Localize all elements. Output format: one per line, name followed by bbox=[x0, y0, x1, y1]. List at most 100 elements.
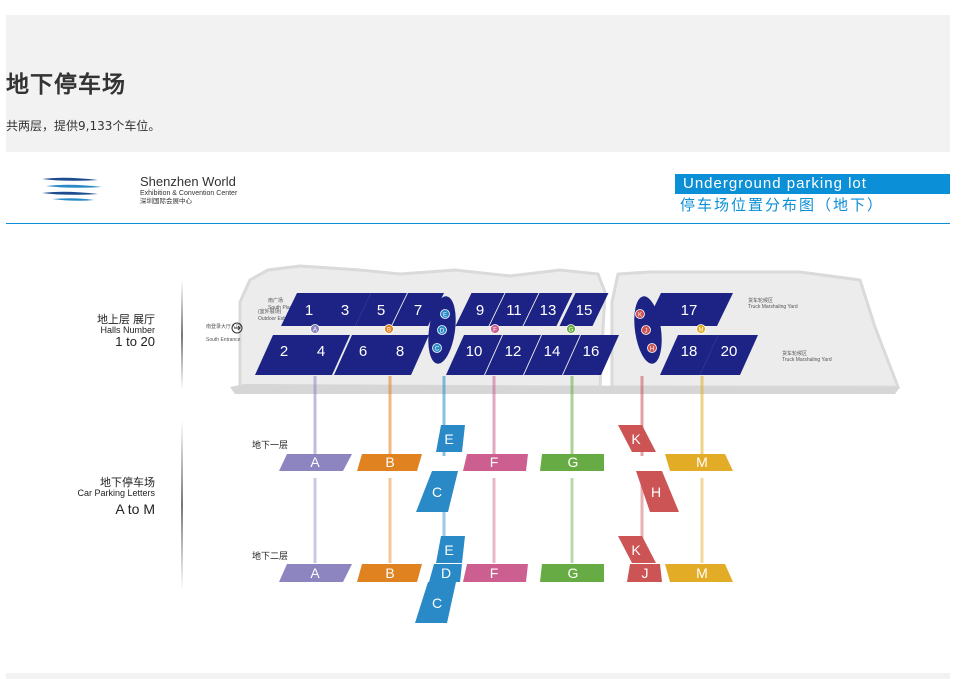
halls-label-range: 1 to 20 bbox=[115, 334, 155, 349]
halls-label-cn: 地上层 展厅 bbox=[97, 313, 155, 326]
map-dot-F: F bbox=[490, 324, 500, 334]
guide-line-lower bbox=[388, 478, 392, 563]
hall-16: 16 bbox=[563, 335, 619, 375]
guide-line-upper bbox=[388, 376, 392, 456]
parking-letter: G bbox=[568, 565, 579, 581]
parking-letter: F bbox=[490, 565, 499, 581]
parking-b1-M: M bbox=[665, 454, 733, 471]
hall-20: 20 bbox=[700, 335, 758, 375]
footer-band bbox=[6, 673, 950, 679]
hall-label: 3 bbox=[341, 302, 349, 319]
title-divider bbox=[6, 223, 950, 224]
map-dot-label: C bbox=[435, 346, 440, 352]
logo-name: Shenzhen World bbox=[140, 174, 236, 189]
parking-b2-F: F bbox=[463, 564, 528, 582]
halls-separator bbox=[181, 280, 183, 390]
hall-13: 13 bbox=[523, 293, 573, 326]
parking-letter: B bbox=[385, 454, 394, 470]
map-dot-label: F bbox=[493, 327, 497, 333]
guide-line-lower bbox=[570, 478, 574, 563]
parking-b2-C: C bbox=[415, 582, 456, 623]
map-dot-D: D bbox=[437, 325, 447, 335]
map-dot-label: A bbox=[313, 327, 317, 333]
map-dot-A: A bbox=[310, 324, 320, 334]
note-outdoor-en: Outdoor Exhibition bbox=[258, 316, 299, 322]
parking-b2-E: E bbox=[436, 536, 465, 563]
guide-line-lower bbox=[313, 478, 317, 563]
parking-letter: K bbox=[631, 431, 641, 447]
guide-line-upper bbox=[442, 376, 446, 456]
hall-11: 11 bbox=[489, 293, 539, 326]
diagram-title-banner bbox=[675, 174, 950, 194]
hall-3: 3 bbox=[319, 293, 371, 326]
map-dot-label: H bbox=[650, 346, 654, 352]
parking-b2-D: D bbox=[429, 564, 462, 582]
hall-label: 6 bbox=[359, 343, 367, 360]
note-south-entrance-en: South Entrance bbox=[206, 337, 241, 343]
guide-line-upper bbox=[313, 376, 317, 456]
map-dot-E: E bbox=[440, 309, 450, 319]
map-dot-H: H bbox=[647, 343, 657, 353]
parking-b1-H: H bbox=[636, 471, 679, 512]
note-outdoor: (室外展场) bbox=[258, 308, 282, 315]
guide-line-lower bbox=[640, 478, 644, 563]
parking-b1-F: F bbox=[463, 454, 528, 471]
parking-letter: M bbox=[696, 565, 708, 581]
guide-line-lower bbox=[700, 478, 704, 563]
hall-label: 16 bbox=[583, 343, 600, 360]
note-truck-yard-2-en: Truck Marshaling Yard bbox=[782, 357, 832, 363]
hall-label: 2 bbox=[280, 343, 288, 360]
note-south-entrance: 南登录大厅入口 bbox=[206, 323, 241, 330]
parking-b1-K: K bbox=[618, 425, 656, 452]
hall-label: 1 bbox=[305, 302, 313, 319]
hall-label: 12 bbox=[505, 343, 522, 360]
hall-9: 9 bbox=[455, 293, 505, 326]
parking-label-range: A to M bbox=[115, 501, 155, 517]
parking-b1-B: B bbox=[357, 454, 422, 471]
hall-label: 20 bbox=[721, 343, 738, 360]
parking-b1-C: C bbox=[416, 471, 458, 512]
hall-5: 5 bbox=[355, 293, 407, 326]
hall-label: 17 bbox=[681, 302, 698, 319]
logo-subtitle: Exhibition & Convention Center bbox=[140, 190, 238, 197]
hall-label: 18 bbox=[681, 343, 698, 360]
parking-letter: G bbox=[568, 454, 579, 470]
parking-letter: H bbox=[651, 484, 661, 500]
hall-label: 14 bbox=[544, 343, 561, 360]
parking-separator bbox=[181, 420, 183, 590]
parking-letter: E bbox=[444, 542, 453, 558]
map-dot-C: C bbox=[432, 343, 442, 353]
parking-b2-J: J bbox=[627, 564, 662, 582]
map-dot-label: J bbox=[645, 328, 648, 334]
hall-label: 9 bbox=[476, 302, 484, 319]
map-dot-label: M bbox=[699, 327, 704, 333]
note-truck-yard-2: 货车轮候区 bbox=[782, 350, 807, 357]
parking-label-cn: 地下停车场 bbox=[100, 475, 155, 489]
map-dot-K: K bbox=[635, 309, 645, 319]
map-svg: 地上层 展厅 Halls Number 1 to 20 地下停车场 Car Pa… bbox=[77, 264, 901, 623]
note-truck-yard-1: 货车轮候区 bbox=[748, 297, 773, 304]
hall-label: 4 bbox=[317, 343, 325, 360]
diagram-title-english: Underground parking lot bbox=[683, 175, 867, 192]
map-dot-M: M bbox=[696, 324, 706, 334]
map-dot-label: E bbox=[443, 312, 447, 318]
level-label-b2: 地下二层 bbox=[252, 550, 288, 561]
hall-label: 11 bbox=[506, 302, 522, 319]
parking-b1-G: G bbox=[540, 454, 604, 471]
parking-letter: D bbox=[441, 565, 451, 581]
level-label-b1: 地下一层 bbox=[252, 439, 288, 450]
diagram-title-chinese: 停车场位置分布图（地下） bbox=[680, 196, 885, 214]
map-dot-label: D bbox=[440, 328, 445, 334]
parking-letter: K bbox=[631, 542, 641, 558]
parking-b2-M: M bbox=[665, 564, 733, 582]
parking-b1-A: A bbox=[279, 454, 352, 471]
hall-label: 10 bbox=[466, 343, 483, 360]
map-dot-B: B bbox=[384, 324, 394, 334]
guide-line-upper bbox=[700, 376, 704, 456]
hall-label: 13 bbox=[540, 302, 557, 319]
hall-17: 17 bbox=[645, 293, 733, 326]
parking-b2-A: A bbox=[279, 564, 352, 582]
hall-label: 5 bbox=[377, 302, 385, 319]
map-dot-label: B bbox=[387, 327, 391, 333]
header-section: 地下停车场 共两层，提供9,133个车位。 bbox=[6, 15, 950, 152]
